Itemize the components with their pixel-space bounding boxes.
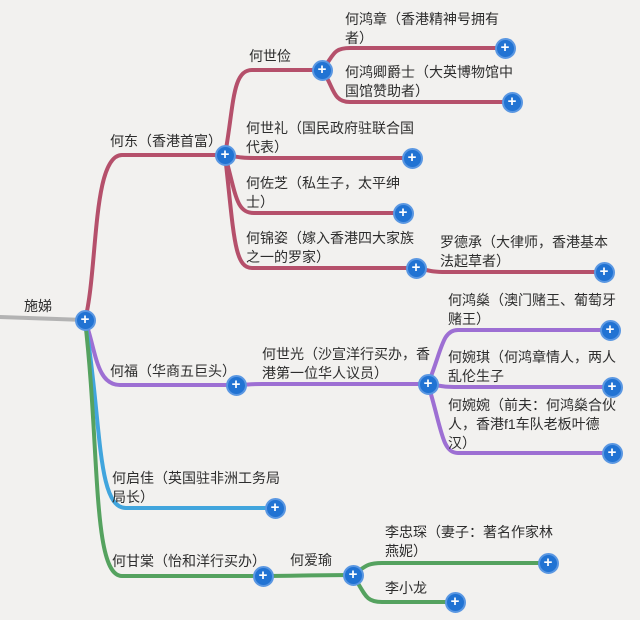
node-label-he-jin-zi[interactable]: 何锦姿（嫁入香港四大家族之一的罗家） [246,230,414,265]
expand-button-he-gan-tang[interactable]: + [252,565,274,587]
edge-he-shi-guang-to-he-wan-wan [426,382,614,455]
edge-he-shi-guang-to-he-hong-shen [426,328,612,386]
node-label-he-fu[interactable]: 何福（华商五巨头） [110,363,236,379]
edge-he-gan-tang-to-he-ai-yu [261,573,355,578]
node-label-li-xiao-long[interactable]: 李小龙 [385,580,427,596]
expand-button-li-xiao-long[interactable]: + [444,591,466,613]
edge-he-fu-to-he-shi-guang [234,382,430,387]
expand-button-he-shi-guang[interactable]: + [417,373,439,395]
expand-button-he-hong-zhang[interactable]: + [494,37,516,59]
expand-button-he-ai-yu[interactable]: + [342,564,364,586]
expand-button-he-shi-jian[interactable]: + [311,59,333,81]
expand-button-he-fu[interactable]: + [225,374,247,396]
node-label-he-ai-yu[interactable]: 何爱瑜 [290,552,332,568]
expand-button-he-qi-jia[interactable]: + [264,497,286,519]
edge-root-to-he-dong [83,153,227,322]
edge-he-ai-yu-to-li-zhong-chen [351,561,550,577]
node-label-he-shi-guang[interactable]: 何世光（沙宣洋行买办，香港第一位华人议员） [262,346,430,381]
node-label-he-shi-li[interactable]: 何世礼（国民政府驻联合国代表） [246,120,414,155]
expand-button-li-zhong-chen[interactable]: + [537,552,559,574]
expand-button-root[interactable]: + [74,309,96,331]
edge-root-to-he-gan-tang [83,318,265,578]
expand-button-he-hong-shen[interactable]: + [599,319,621,341]
edge-left-to-root [0,315,87,322]
expand-button-luo-de-cheng[interactable]: + [593,261,615,283]
node-label-root[interactable]: 施娣 [24,298,52,314]
expand-button-he-zuo-zhi[interactable]: + [392,202,414,224]
expand-button-he-dong[interactable]: + [214,144,236,166]
node-label-he-dong[interactable]: 何东（香港首富） [110,133,222,149]
node-label-he-zuo-zhi[interactable]: 何佐芝（私生子，太平绅士） [246,175,400,210]
node-label-he-hong-qing[interactable]: 何鸿卿爵士（大英博物馆中国馆赞助者） [345,64,513,99]
expand-button-he-hong-qing[interactable]: + [501,91,523,113]
node-label-he-qi-jia[interactable]: 何启佳（英国驻非洲工务局局长） [112,470,280,505]
node-label-he-hong-zhang[interactable]: 何鸿章（香港精神号拥有者） [345,11,499,46]
node-label-he-shi-jian[interactable]: 何世俭 [249,48,291,64]
expand-button-he-shi-li[interactable]: + [401,147,423,169]
node-label-li-zhong-chen[interactable]: 李忠琛（妻子：著名作家林燕妮） [385,524,553,559]
node-label-he-wan-wan[interactable]: 何婉婉（前夫：何鸿燊合伙人，香港f1车队老板叶德汉） [448,397,616,451]
expand-button-he-jin-zi[interactable]: + [405,257,427,279]
edge-he-dong-to-he-jin-zi [223,153,418,270]
expand-button-he-wan-wan[interactable]: + [601,442,623,464]
node-label-he-wan-qi[interactable]: 何婉琪（何鸿章情人，两人乱伦生子 [448,349,616,384]
node-label-he-hong-shen[interactable]: 何鸿燊（澳门赌王、葡萄牙赌王） [448,292,616,327]
edge-he-dong-to-he-shi-jian [223,68,324,157]
node-label-he-gan-tang[interactable]: 何甘棠（怡和洋行买办） [112,553,266,569]
node-label-luo-de-cheng[interactable]: 罗德承（大律师，香港基本法起草者） [440,234,608,269]
expand-button-he-wan-qi[interactable]: + [601,376,623,398]
